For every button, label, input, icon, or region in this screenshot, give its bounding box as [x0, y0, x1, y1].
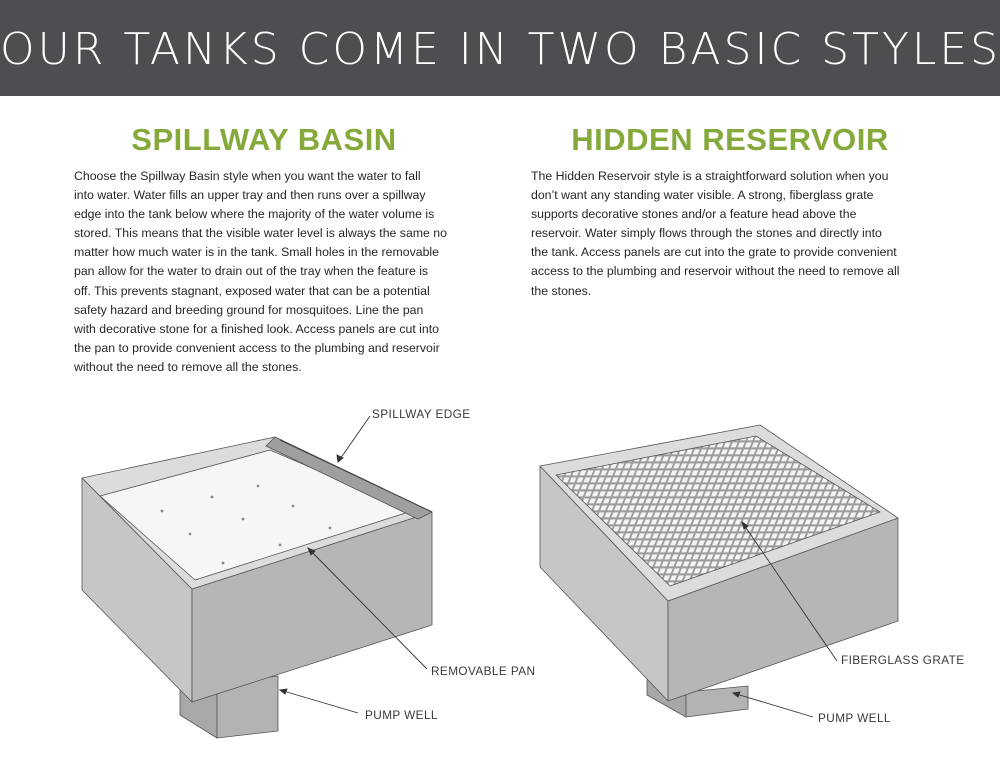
text-line: safety hazard and breeding ground for mo…	[74, 302, 424, 317]
text-line: supports decorative stones and/or a feat…	[531, 207, 857, 222]
fiberglass-grate-label: FIBERGLASS GRATE	[841, 653, 965, 667]
text-line: into water. Water fills an upper tray an…	[74, 188, 426, 203]
spillway-basin-tank	[81, 436, 433, 739]
spillway-basin-description: Choose the Spillway Basin style when you…	[74, 167, 474, 377]
spillway-edge-label: SPILLWAY EDGE	[372, 407, 471, 421]
page-title: OUR TANKS COME IN TWO BASIC STYLES:	[0, 24, 1000, 75]
removable-pan-label: REMOVABLE PAN	[431, 664, 536, 678]
header-banner: OUR TANKS COME IN TWO BASIC STYLES:	[0, 0, 1000, 96]
hidden-reservoir-tank	[539, 424, 899, 718]
text-line: off. This prevents stagnant, exposed wat…	[74, 283, 430, 298]
text-line: without the need to remove all the stone…	[74, 359, 302, 374]
text-line: don’t want any standing water visible. A…	[531, 188, 874, 203]
pan-drain-holes	[160, 484, 332, 565]
hidden-reservoir-heading: HIDDEN RESERVOIR	[571, 122, 889, 157]
fiberglass-grate	[555, 435, 881, 587]
text-line: stored. This means that the visible wate…	[74, 226, 447, 241]
pump-well-label: PUMP WELL	[818, 711, 891, 725]
text-line: reservoir. Water simply flows through th…	[531, 226, 882, 241]
pump-well-front	[685, 685, 749, 718]
text-line: The Hidden Reservoir style is a straight…	[531, 169, 889, 183]
text-line: edge into the tank below where the major…	[74, 207, 435, 222]
text-line: pan allow for the water to drain out of …	[74, 264, 429, 279]
spillway-basin-heading: SPILLWAY BASIN	[131, 122, 397, 157]
text-line: access to the plumbing and reservoir wit…	[531, 264, 900, 279]
text-line: the stones.	[531, 283, 592, 298]
text-line: the tank. Access panels are cut into the…	[531, 245, 897, 260]
text-line: with decorative stone for a finished loo…	[74, 321, 440, 336]
text-line: the pan to provide convenient access to …	[74, 340, 440, 355]
hidden-reservoir-description: The Hidden Reservoir style is a straight…	[531, 167, 931, 301]
spillway-callout-lines	[278, 415, 428, 714]
reservoir-callout-lines	[731, 520, 838, 718]
pump-well-label: PUMP WELL	[365, 708, 438, 722]
text-line: matter how much water is in the tank. Sm…	[74, 245, 439, 260]
text-line: Choose the Spillway Basin style when you…	[74, 169, 421, 183]
